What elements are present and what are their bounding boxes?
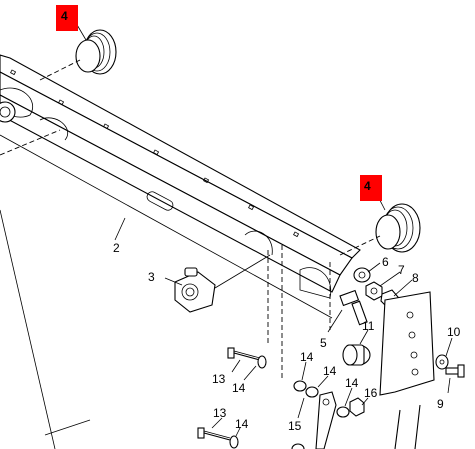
callout-8: 8 [412,271,419,285]
part-14-washers [291,380,350,449]
rail-holes [10,69,300,238]
part-9-bolt [445,364,465,378]
left-bearing [0,101,61,156]
callout-4-right: 4 [364,179,371,193]
part-3-housing [174,254,271,313]
part-6-washer [353,267,371,283]
part-11-roller [342,344,371,366]
callout-3: 3 [148,270,155,284]
callout-14-a: 14 [232,381,246,395]
callout-10: 10 [447,325,461,339]
callout-13-lower: 13 [213,406,227,420]
rail-slot [146,191,174,211]
mounting-plate [379,291,435,449]
part-15-link [315,391,337,449]
callout-5: 5 [320,336,327,350]
callout-14-d: 14 [345,376,359,390]
callout-6: 6 [382,255,389,269]
callout-16: 16 [364,386,378,400]
callout-11: 11 [362,319,375,333]
callout-4-top: 4 [61,9,68,23]
part-10-washer [435,354,449,370]
callout-7: 7 [398,263,405,277]
bearing-top [39,29,117,81]
assembly-lines [267,245,331,380]
part-5-bolt [339,289,368,326]
callout-2: 2 [113,241,120,255]
frame-rail [0,54,361,319]
bearing-right [339,203,421,256]
callout-14-b: 14 [300,350,314,364]
callout-9: 9 [437,397,444,411]
part-7-nut [365,281,383,301]
part-16-nut [349,397,365,417]
part-13-bolt-lower [197,427,239,449]
callout-14-c: 14 [323,364,337,378]
callout-15: 15 [288,419,302,433]
callout-14-e: 14 [235,417,249,431]
highlight-box-right [360,175,382,201]
highlight-box-top [56,5,78,31]
callout-13-upper: 13 [212,372,226,386]
part-13-bolt-upper [227,347,267,369]
